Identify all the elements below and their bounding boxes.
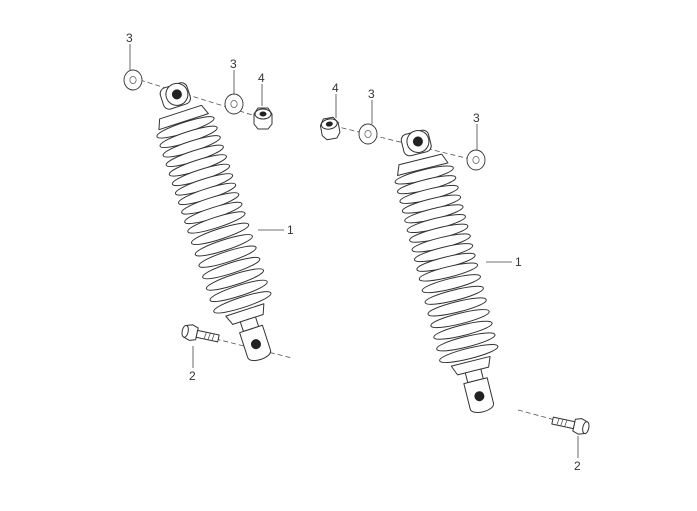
left-callout-bolt: 2 (189, 369, 196, 383)
left-bolt (180, 322, 221, 347)
left-callout-nut: 4 (258, 71, 265, 85)
right-washer-inner (358, 123, 378, 145)
left-washer-inner (224, 93, 244, 115)
left-shock-assembly: 3 3 4 1 2 (123, 31, 294, 383)
left-callout-shock: 1 (287, 223, 294, 237)
right-upper-axis (325, 123, 475, 161)
left-upper-axis (139, 79, 263, 119)
left-shock-absorber (154, 82, 274, 362)
right-callout-bolt: 2 (574, 459, 581, 473)
left-nut (253, 107, 273, 130)
left-callout-washer-outer: 3 (126, 31, 133, 45)
right-shock-assembly: 4 3 3 1 2 (318, 81, 591, 473)
right-bolt (550, 412, 591, 437)
right-shock-absorber (393, 129, 500, 413)
right-callout-shock: 1 (515, 255, 522, 269)
right-washer-outer (466, 149, 486, 171)
right-callout-washer-outer: 3 (473, 111, 480, 125)
right-callout-washer-inner: 3 (368, 87, 375, 101)
left-callout-washer-inner: 3 (230, 57, 237, 71)
left-washer-outer (123, 69, 143, 91)
right-callout-nut: 4 (332, 81, 339, 95)
right-nut (318, 116, 342, 141)
